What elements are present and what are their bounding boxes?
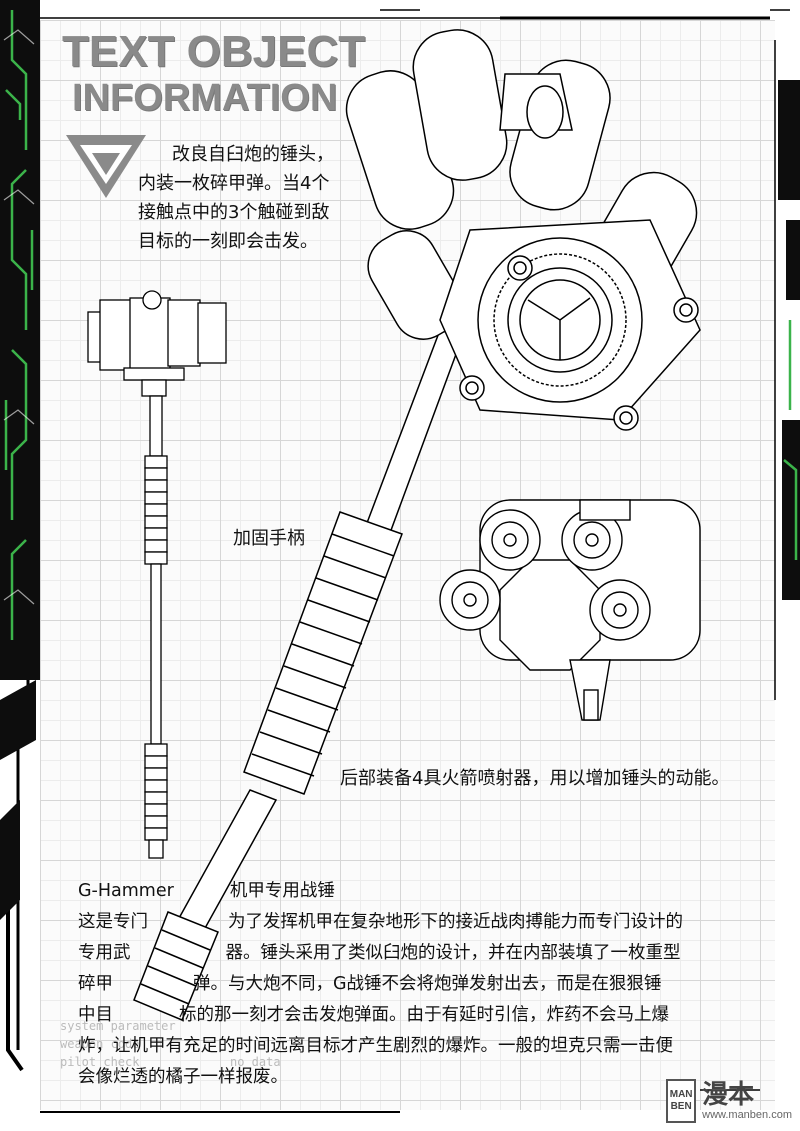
description-text: 中目: [78, 1005, 113, 1025]
description-line: 这是专门 为了发挥机甲在复杂地形下的接近战肉搏能力而专门设计的: [78, 907, 748, 938]
handle-note: 加固手柄: [233, 528, 305, 549]
description-line: 碎甲 弹。与大炮不同，G战锤不会将炮弹发射出去，而是在狠狠锤: [78, 969, 748, 1000]
description-line: 会像烂透的橘子一样报废。: [78, 1062, 748, 1093]
description-line: 炸，让机甲有充足的时间远离目标才产生剧烈的爆炸。一般的坦克只需一击便: [78, 1031, 748, 1062]
description-text: 炸，让机甲有充足的时间远离目标才产生剧烈的爆炸。一般的坦克只需一击便: [78, 1036, 673, 1056]
circuit-lines-left: [4, 10, 34, 640]
description-text: 器。锤头采用了类似臼炮的设计，并在内部装填了一枚重型: [225, 943, 681, 963]
watermark-site-name: 漫本: [702, 1080, 755, 1110]
description-text: 这是专门: [78, 912, 148, 932]
description-text: 标的那一刻才会击发炮弹面。由于有延时引信，炸药不会马上爆: [179, 1005, 669, 1025]
svg-text:pilot check: pilot check: [60, 1055, 140, 1069]
rocket-note: 后部装备4具火箭喷射器，用以增加锤头的动能。: [340, 768, 730, 789]
triangle-emblem: [66, 135, 146, 198]
weapon-description: G-Hammer 机甲专用战锤 这是专门 为了发挥机甲在复杂地形下的接近战肉搏能力而…: [78, 876, 748, 1093]
description-text: 碎甲: [78, 974, 113, 994]
warhead-note-line: 接触点中的3个触碰到敌: [138, 202, 330, 223]
warhead-note-line: 内装一枚碎甲弹。当4个: [138, 173, 330, 194]
watermark-badge-bottom: BEN: [670, 1101, 692, 1112]
description-line: 专用武 器。锤头采用了类似臼炮的设计，并在内部装填了一枚重型: [78, 938, 748, 969]
svg-text:weapon code: weapon code: [60, 1037, 139, 1051]
faint-tech-labels: system parameter weapon code pilot check…: [60, 1019, 281, 1069]
weapon-subtitle: 机甲专用战锤: [229, 881, 335, 901]
title-line-2: INFORMATION: [72, 77, 338, 119]
description-text: 为了发挥机甲在复杂地形下的接近战肉搏能力而专门设计的: [228, 912, 683, 932]
hammer-main-view: [133, 29, 701, 1021]
warhead-note-line: 改良自臼炮的锤头，: [172, 144, 334, 165]
description-line: 中目 标的那一刻才会击发炮弹面。由于有延时引信，炸药不会马上爆: [78, 1000, 748, 1031]
site-watermark: MAN BEN 漫本 www.manben.com: [666, 1079, 792, 1123]
warhead-note: 改良自臼炮的锤头， 内装一枚碎甲弹。当4个 接触点中的3个触碰到敌 目标的一刻即…: [138, 140, 368, 256]
description-heading: G-Hammer 机甲专用战锤: [78, 876, 748, 907]
svg-text:system parameter: system parameter: [60, 1019, 176, 1033]
description-text: 会像烂透的橘子一样报废。: [78, 1067, 288, 1087]
weapon-name: G-Hammer: [78, 881, 174, 901]
title-line-1: TEXT OBJECT: [62, 27, 366, 76]
warhead-note-line: 目标的一刻即会击发。: [138, 231, 318, 252]
watermark-badge-top: MAN: [669, 1089, 693, 1100]
hammer-rear-view: [439, 499, 701, 721]
page-title: TEXT OBJECT INFORMATION: [62, 30, 365, 120]
description-text: 弹。与大炮不同，G战锤不会将炮弹发射出去，而是在狠狠锤: [193, 974, 662, 994]
hammer-side-view: [87, 290, 227, 859]
watermark-badge: MAN BEN: [666, 1079, 697, 1123]
watermark-url: www.manben.com: [702, 1109, 792, 1121]
svg-text:no data: no data: [230, 1055, 281, 1069]
description-text: 专用武: [78, 943, 131, 963]
